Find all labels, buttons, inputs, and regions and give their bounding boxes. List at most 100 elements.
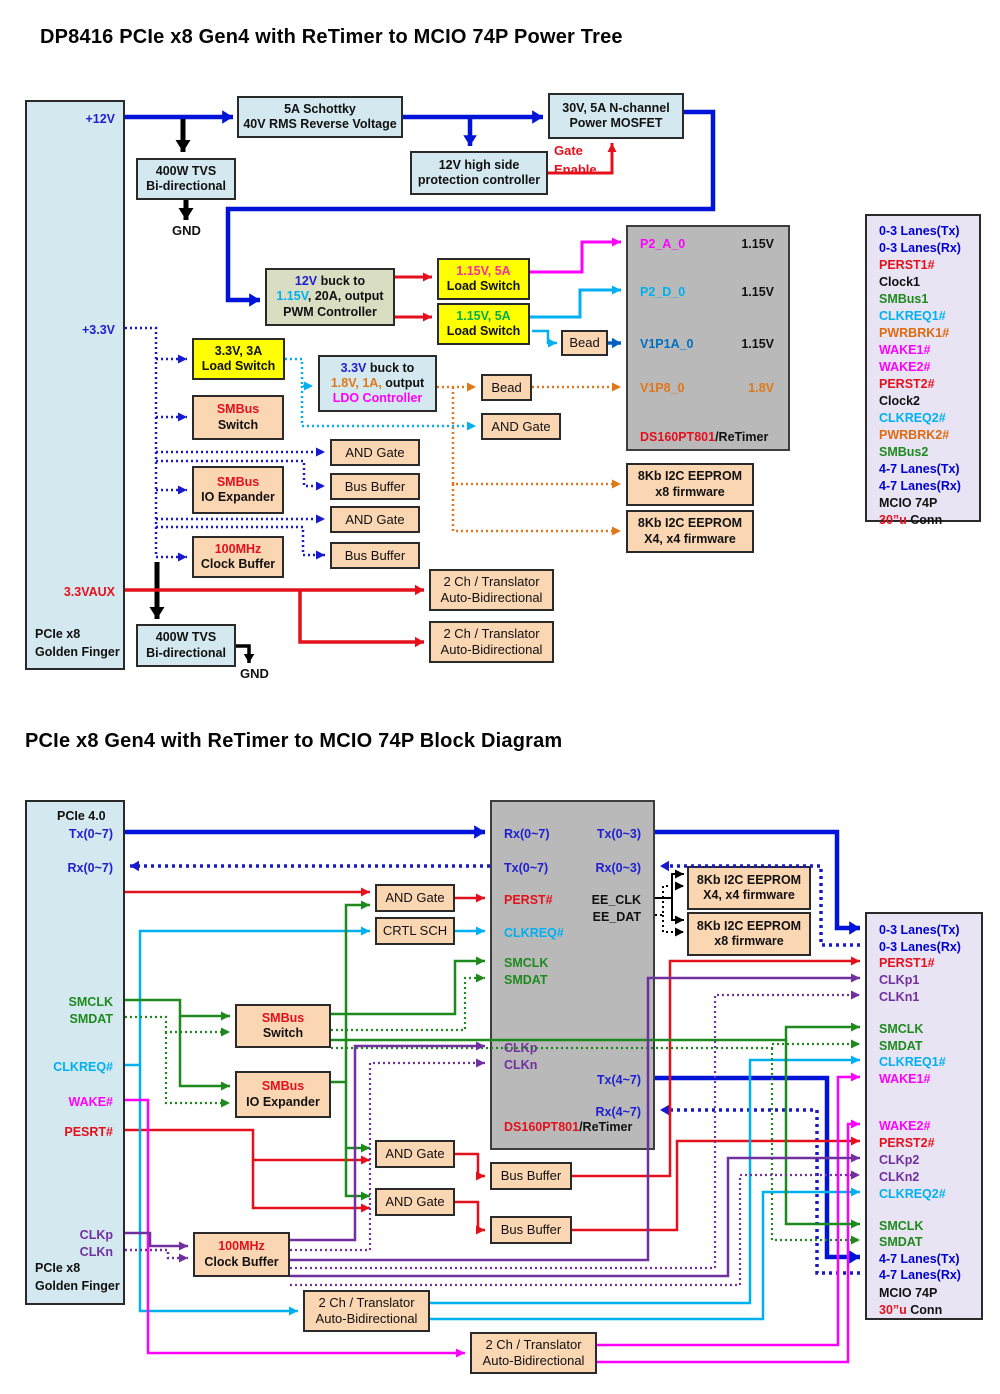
diagram-text: , 20A, output [307,289,384,304]
node-label: Load Switch [447,324,521,339]
node-label: Clock Buffer [204,1255,278,1270]
diagram-text: DS160PT801 [504,1120,580,1134]
connector-signal: MCIO 74P [879,1285,937,1301]
bus-buffer-b2: Bus Buffer [490,1216,572,1244]
diagram-text: CLKn [504,1058,538,1072]
diagram-text: Load Switch [446,279,521,293]
diagram-text: 2 Ch / Translator [443,626,540,642]
port-label: PERST# [504,892,553,908]
port-label: CLKREQ# [53,1059,113,1075]
node-label: 30V, 5A N-channel [562,101,669,116]
connector-signal: PWRBRK2# [879,427,949,443]
connector-signal: 30”u Conn [879,1302,942,1318]
diagram-text: 12V high side [438,157,520,172]
diagram-text: Bi-directional [146,179,226,193]
diagram-text: Golden Finger [35,1279,120,1293]
diagram-text: PERST2# [879,377,935,391]
port-label: CLKp [80,1227,113,1243]
diagram-text: Conn [906,513,943,527]
node-label: SMBus [262,1079,304,1094]
node-label: SMBus [217,402,259,417]
diagram-text: CLKn1 [879,990,920,1004]
connector-signal: 30”u Conn [879,512,942,528]
node-label: PWM Controller [283,305,377,320]
connector-signal: WAKE1# [879,1071,930,1087]
diagram-text: Rx(0~3) [595,861,641,875]
node-label: Switch [263,1026,303,1041]
diagram-text: 0-3 Lanes(Tx) [879,224,960,238]
connector-signal: CLKREQ1# [879,1054,946,1070]
diagram-text: Load Switch [446,324,521,338]
bead-1: Bead [561,330,608,356]
node-label: 12V high side [439,158,520,173]
node-label: AND Gate [491,419,550,435]
connector-signal: SMDAT [879,1038,923,1054]
diagram-text: 400W TVS [155,163,217,178]
port-label: 3.3VAUX [64,584,115,600]
diagram-text: AND Gate [385,1146,445,1162]
connector-signal: Clock2 [879,393,920,409]
node-label: Bus Buffer [501,1168,561,1184]
diagram-text: SMBus [261,1079,305,1094]
connector-signal: PERST1# [879,955,935,971]
diagram-text: 3.3V, 3A [214,343,263,358]
connector-signal: 4-7 Lanes(Rx) [879,478,961,494]
port-label: Golden Finger [35,1278,120,1294]
diagram-text: Bus Buffer [344,478,406,494]
diagram-text: 100MHz [218,1239,265,1254]
node-label: 1.15V, 20A, output [276,289,383,304]
diagram-text: 40V RMS Reverse Voltage [243,117,397,131]
node-label: 3.3V, 3A [215,344,263,359]
diagram-text: Power MOSFET [569,116,663,130]
port-label: SMDAT [69,1011,113,1027]
node-label: 2 Ch / Translator [443,574,539,590]
diagram-text: CLKREQ# [504,926,564,940]
port-label: Tx(0~7) [504,860,548,876]
node-label: AND Gate [385,890,444,906]
port-label: P2_A_0 [640,236,685,252]
diagram-text: /ReTimer [715,430,769,444]
node-label: X4, x4 firmware [644,532,736,547]
port-label: DS160PT801/ReTimer [640,429,768,445]
node-label: 100MHz [218,1239,265,1254]
node-label: AND Gate [385,1194,444,1210]
diagram-text: Rx(0~7) [504,827,550,841]
node-label: 2 Ch / Translator [485,1337,581,1353]
diagram-text: Conn [906,1303,943,1317]
diagram-text: /ReTimer [579,1120,633,1134]
diagram-text: Bead [491,379,522,395]
connector-signal: SMCLK [879,1218,923,1234]
diagram-text: AND Gate [345,444,405,460]
diagram-text: X4, x4 firmware [703,888,795,902]
port-label: WAKE# [69,1094,113,1110]
and-gate-perst: AND Gate [375,884,455,912]
diagram-text: Rx(4~7) [595,1105,641,1119]
diagram-text: CRTL SCH [382,923,448,939]
port-label: Golden Finger [35,644,120,660]
connector-signal: PWRBRK1# [879,325,949,341]
port-label: +3.3V [82,322,115,338]
diagram-text: X4, x4 firmware [644,531,736,546]
port-label: 1.15V [741,236,774,252]
diagram-text: PWRBRK1# [879,326,950,340]
connector-signal: 0-3 Lanes(Tx) [879,223,960,239]
diagram-text: output [381,375,425,390]
diagram-text: 4-7 Lanes(Tx) [879,1252,960,1266]
port-label: V1P1A_0 [640,336,694,352]
diagram-text: SMCLK [879,1022,924,1036]
node-label: 1.8V, 1A, output [331,376,424,391]
node-label: Bead [569,335,599,351]
node-label: 8Kb I2C EEPROM [697,919,801,934]
port-label: CLKn [504,1057,537,1073]
block-diagram-title: PCIe x8 Gen4 with ReTimer to MCIO 74P Bl… [25,730,563,752]
node-label: Bus Buffer [345,479,405,495]
